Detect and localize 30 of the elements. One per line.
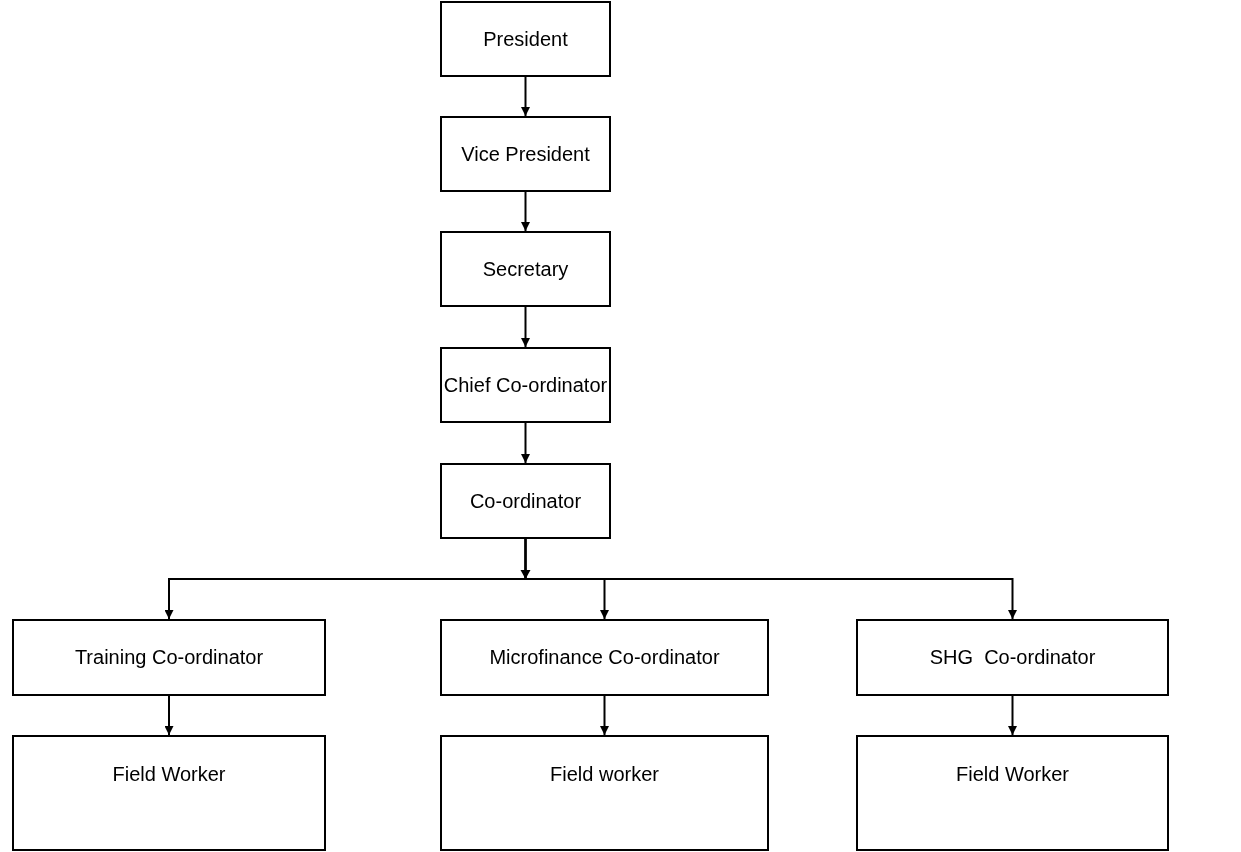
role-box [440, 347, 611, 423]
role-label: Secretary [482, 257, 569, 281]
role-label: SHG Co-ordinator [929, 646, 1096, 669]
role-label: Field worker [550, 763, 659, 786]
arrow [521, 306, 530, 348]
arrow [1008, 695, 1017, 736]
role-box [440, 619, 769, 696]
role-box [440, 463, 611, 539]
role-box [440, 116, 611, 192]
role-label: Field Worker [112, 763, 226, 786]
role-box [440, 735, 769, 851]
role-label: Training Co-ordinator [74, 646, 264, 669]
role-box [440, 231, 611, 307]
role-label: Vice President [461, 142, 590, 166]
arrow [524, 538, 1017, 620]
role-label: Co-ordinator [469, 489, 582, 513]
arrow [521, 76, 530, 117]
role-label: Microfinance Co-ordinator [489, 646, 720, 669]
role-box [440, 1, 611, 77]
arrow [521, 422, 530, 464]
role-box [856, 735, 1169, 851]
role-box [12, 735, 326, 851]
arrow [164, 695, 174, 736]
role-label: Chief Co-ordinator [443, 373, 608, 397]
arrow [600, 695, 609, 736]
role-label: President [483, 27, 568, 51]
role-box [856, 619, 1169, 696]
arrow [521, 191, 530, 232]
role-label: Field Worker [956, 763, 1069, 786]
role-box [12, 619, 326, 696]
